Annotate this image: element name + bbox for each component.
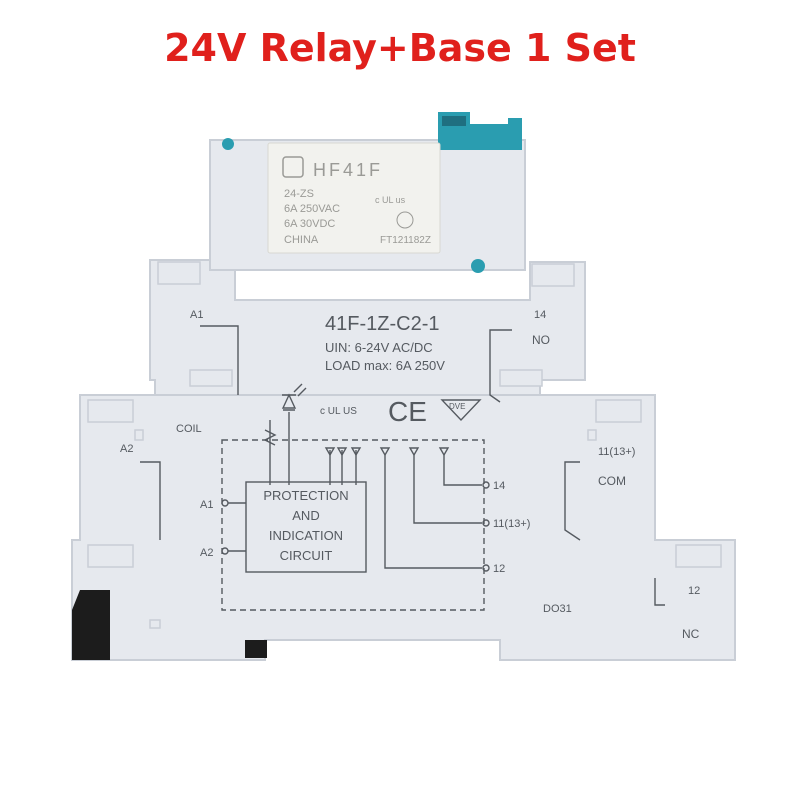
schematic-a1: A1: [200, 499, 213, 511]
wire: [140, 461, 161, 540]
terminal-nc-label: NC: [682, 627, 700, 641]
cul-mark: c UL US: [320, 406, 357, 417]
module-housing: [71, 139, 736, 661]
front-print: 41F-1Z-C2-1 UIN: 6-24V AC/DC LOAD max: 6…: [120, 309, 700, 641]
led-rays: [293, 383, 307, 397]
terminal-a2-left: A2: [120, 443, 133, 455]
wire: [564, 461, 581, 541]
protection-text: INDICATION: [269, 528, 343, 543]
wire: [228, 502, 246, 552]
terminal-node: [482, 564, 490, 572]
module-code: DO31: [543, 603, 572, 615]
contact-markers: [324, 447, 450, 457]
terminal-com-label: COM: [598, 474, 626, 488]
relay-label: HF41F 24-ZS 6A 250VAC 6A 30VDC CHINA c U…: [267, 142, 441, 254]
terminal-node: [482, 519, 490, 527]
terminal-node: [482, 481, 490, 489]
protection-text: AND: [292, 508, 319, 523]
relay-code: FT121182Z: [380, 235, 431, 246]
tuv-mark-icon: [396, 211, 414, 229]
page-title: 24V Relay+Base 1 Set: [164, 26, 636, 70]
blue-dot: [471, 259, 485, 273]
vde-mark: DVE: [449, 402, 465, 411]
wire-11: [413, 455, 482, 524]
terminal-sockets: [87, 261, 722, 629]
coil-label: COIL: [176, 423, 202, 435]
rail-clip-left: [72, 590, 110, 660]
wire: [200, 325, 239, 395]
schematic-11: 11(13+): [493, 518, 530, 530]
schematic-a2: A2: [200, 547, 213, 559]
rail-clip-right: [245, 640, 267, 658]
terminal-no-label: NO: [532, 333, 550, 347]
terminal-a1-top: A1: [190, 309, 203, 321]
schematic-frame: [221, 439, 485, 611]
wire: [269, 412, 290, 485]
blue-dot: [222, 138, 234, 150]
relay-cert: c UL us: [375, 195, 406, 205]
resistor-icon: [263, 429, 277, 446]
wire: [654, 578, 665, 606]
release-lever: [438, 112, 522, 150]
ce-mark: CE: [388, 396, 427, 427]
protection-text: PROTECTION: [263, 488, 348, 503]
protection-text: CIRCUIT: [280, 548, 333, 563]
relay-line: 6A 30VDC: [284, 218, 335, 230]
protection-box: [245, 481, 367, 573]
wire-12: [384, 455, 482, 569]
schematic-12: 12: [493, 563, 505, 575]
led-icon: [281, 393, 297, 411]
brand-logo-icon: [282, 156, 304, 178]
terminal-no-number: 14: [534, 309, 546, 321]
load-rating: LOAD max: 6A 250V: [325, 358, 445, 373]
vde-mark-icon: [440, 399, 482, 422]
wire-14: [443, 455, 482, 486]
relay-line: 24-ZS: [284, 188, 314, 200]
relay-line: CHINA: [284, 234, 319, 246]
relay-line: 6A 250VAC: [284, 203, 340, 215]
schematic-14: 14: [493, 480, 505, 492]
terminal-nc-number: 12: [688, 585, 700, 597]
relay-brand: HF41F: [313, 160, 383, 180]
terminal-com-number: 11(13+): [598, 446, 635, 458]
model-number: 41F-1Z-C2-1: [325, 313, 439, 335]
input-rating: UIN: 6-24V AC/DC: [325, 340, 433, 355]
wire: [489, 329, 512, 403]
